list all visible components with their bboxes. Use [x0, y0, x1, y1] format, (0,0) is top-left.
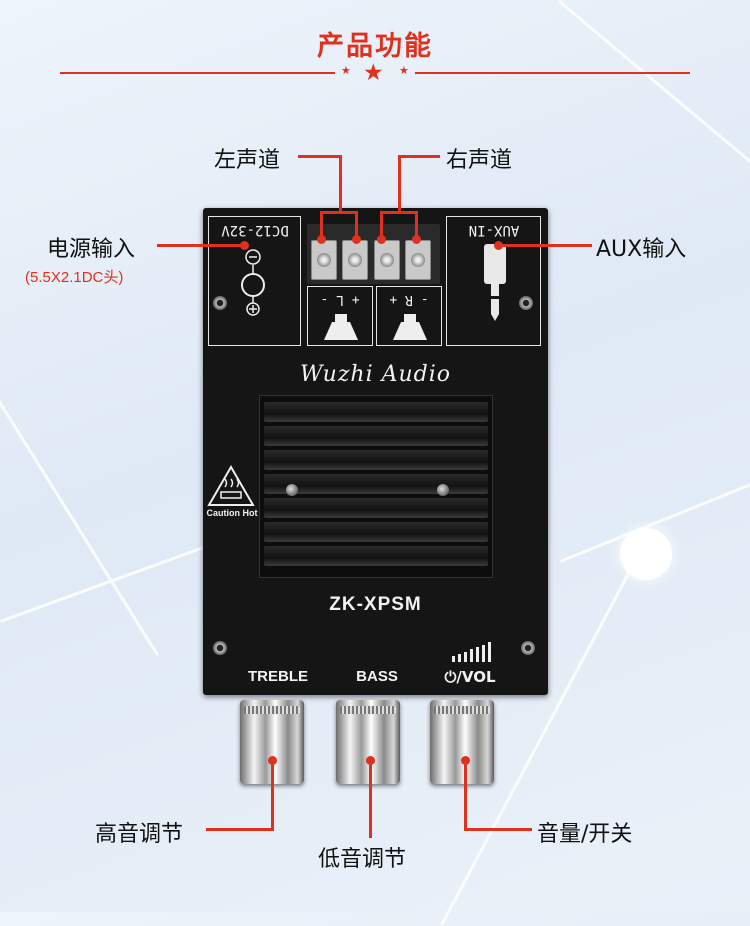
hot-surface-warning-icon	[207, 465, 255, 506]
dc-panel	[208, 216, 301, 346]
callout-line	[355, 211, 358, 237]
heatsink-fin	[264, 522, 488, 542]
heatsink-fin	[264, 450, 488, 470]
aux-label: AUX-IN	[468, 222, 520, 238]
left-speaker-box	[307, 286, 373, 346]
terminal-left-minus	[342, 240, 368, 280]
aux-panel	[446, 216, 541, 346]
heatsink-screw	[286, 484, 298, 496]
volume-label: ⏻/VOL	[444, 668, 496, 686]
volume-callout: 音量/开关	[537, 822, 633, 847]
callout-line	[500, 244, 592, 247]
callout-line	[464, 828, 532, 831]
callout-dot	[377, 235, 386, 244]
power-input-callout: 电源输入	[47, 237, 136, 262]
bass-label: BASS	[356, 668, 398, 685]
callout-line	[157, 244, 245, 247]
treble-label: TREBLE	[248, 668, 308, 685]
heatsink-fin	[264, 498, 488, 518]
heatsink-fin	[264, 426, 488, 446]
volume-knob[interactable]	[430, 700, 494, 784]
mount-hole	[521, 641, 535, 655]
callout-line	[369, 760, 372, 838]
mount-hole	[213, 296, 227, 310]
callout-line	[415, 211, 418, 237]
callout-dot	[240, 241, 249, 250]
callout-line	[206, 828, 274, 831]
model-label: ZK-XPSM	[329, 594, 422, 615]
aux-input-callout: AUX输入	[596, 237, 687, 262]
heatsink	[259, 395, 493, 578]
callout-line	[464, 760, 467, 830]
callout-dot	[494, 241, 503, 250]
terminal-left-plus	[311, 240, 337, 280]
speaker-icon	[393, 314, 427, 340]
right-channel-label: - R +	[389, 292, 429, 307]
heatsink-fin	[264, 546, 488, 566]
power-spec-callout: (5.5X2.1DC头)	[25, 269, 124, 286]
callout-line	[398, 155, 440, 158]
speaker-icon	[324, 314, 358, 340]
terminal-right-minus	[374, 240, 400, 280]
caution-label: Caution Hot	[206, 508, 258, 518]
volume-level-icon	[452, 642, 491, 662]
title-rule-right	[415, 72, 690, 74]
callout-line	[380, 211, 418, 214]
aux-jack-icon	[484, 244, 506, 321]
mount-hole	[213, 641, 227, 655]
star-icon: ★	[341, 65, 351, 77]
callout-line	[339, 155, 342, 213]
title-rule-left	[60, 72, 335, 74]
page-title: 产品功能	[317, 31, 433, 62]
brand-logo: Wuzhi Audio	[299, 362, 452, 387]
bg-line	[0, 400, 159, 657]
treble-callout: 高音调节	[95, 822, 184, 847]
callout-line	[380, 211, 383, 237]
callout-dot	[352, 235, 361, 244]
dc-voltage-label: DC12-32V	[221, 222, 289, 238]
left-channel-label: + L -	[320, 292, 360, 307]
right-speaker-box	[376, 286, 442, 346]
callout-line	[320, 211, 323, 237]
left-channel-callout: 左声道	[214, 148, 281, 173]
callout-dot	[317, 235, 326, 244]
callout-line	[320, 211, 358, 214]
dc-jack-icon	[241, 249, 265, 316]
terminal-right-plus	[405, 240, 431, 280]
right-channel-callout: 右声道	[446, 148, 513, 173]
heatsink-screw	[437, 484, 449, 496]
star-icon: ★	[399, 65, 409, 77]
bg-glow-dot	[620, 528, 672, 580]
bass-knob[interactable]	[336, 700, 400, 784]
callout-line	[298, 155, 340, 158]
heatsink-fin	[264, 402, 488, 422]
callout-dot	[412, 235, 421, 244]
bass-callout: 低音调节	[318, 847, 407, 872]
star-icon: ★	[363, 59, 384, 85]
callout-line	[398, 155, 401, 213]
callout-line	[271, 760, 274, 830]
heatsink-fin	[264, 474, 488, 494]
mount-hole	[519, 296, 533, 310]
